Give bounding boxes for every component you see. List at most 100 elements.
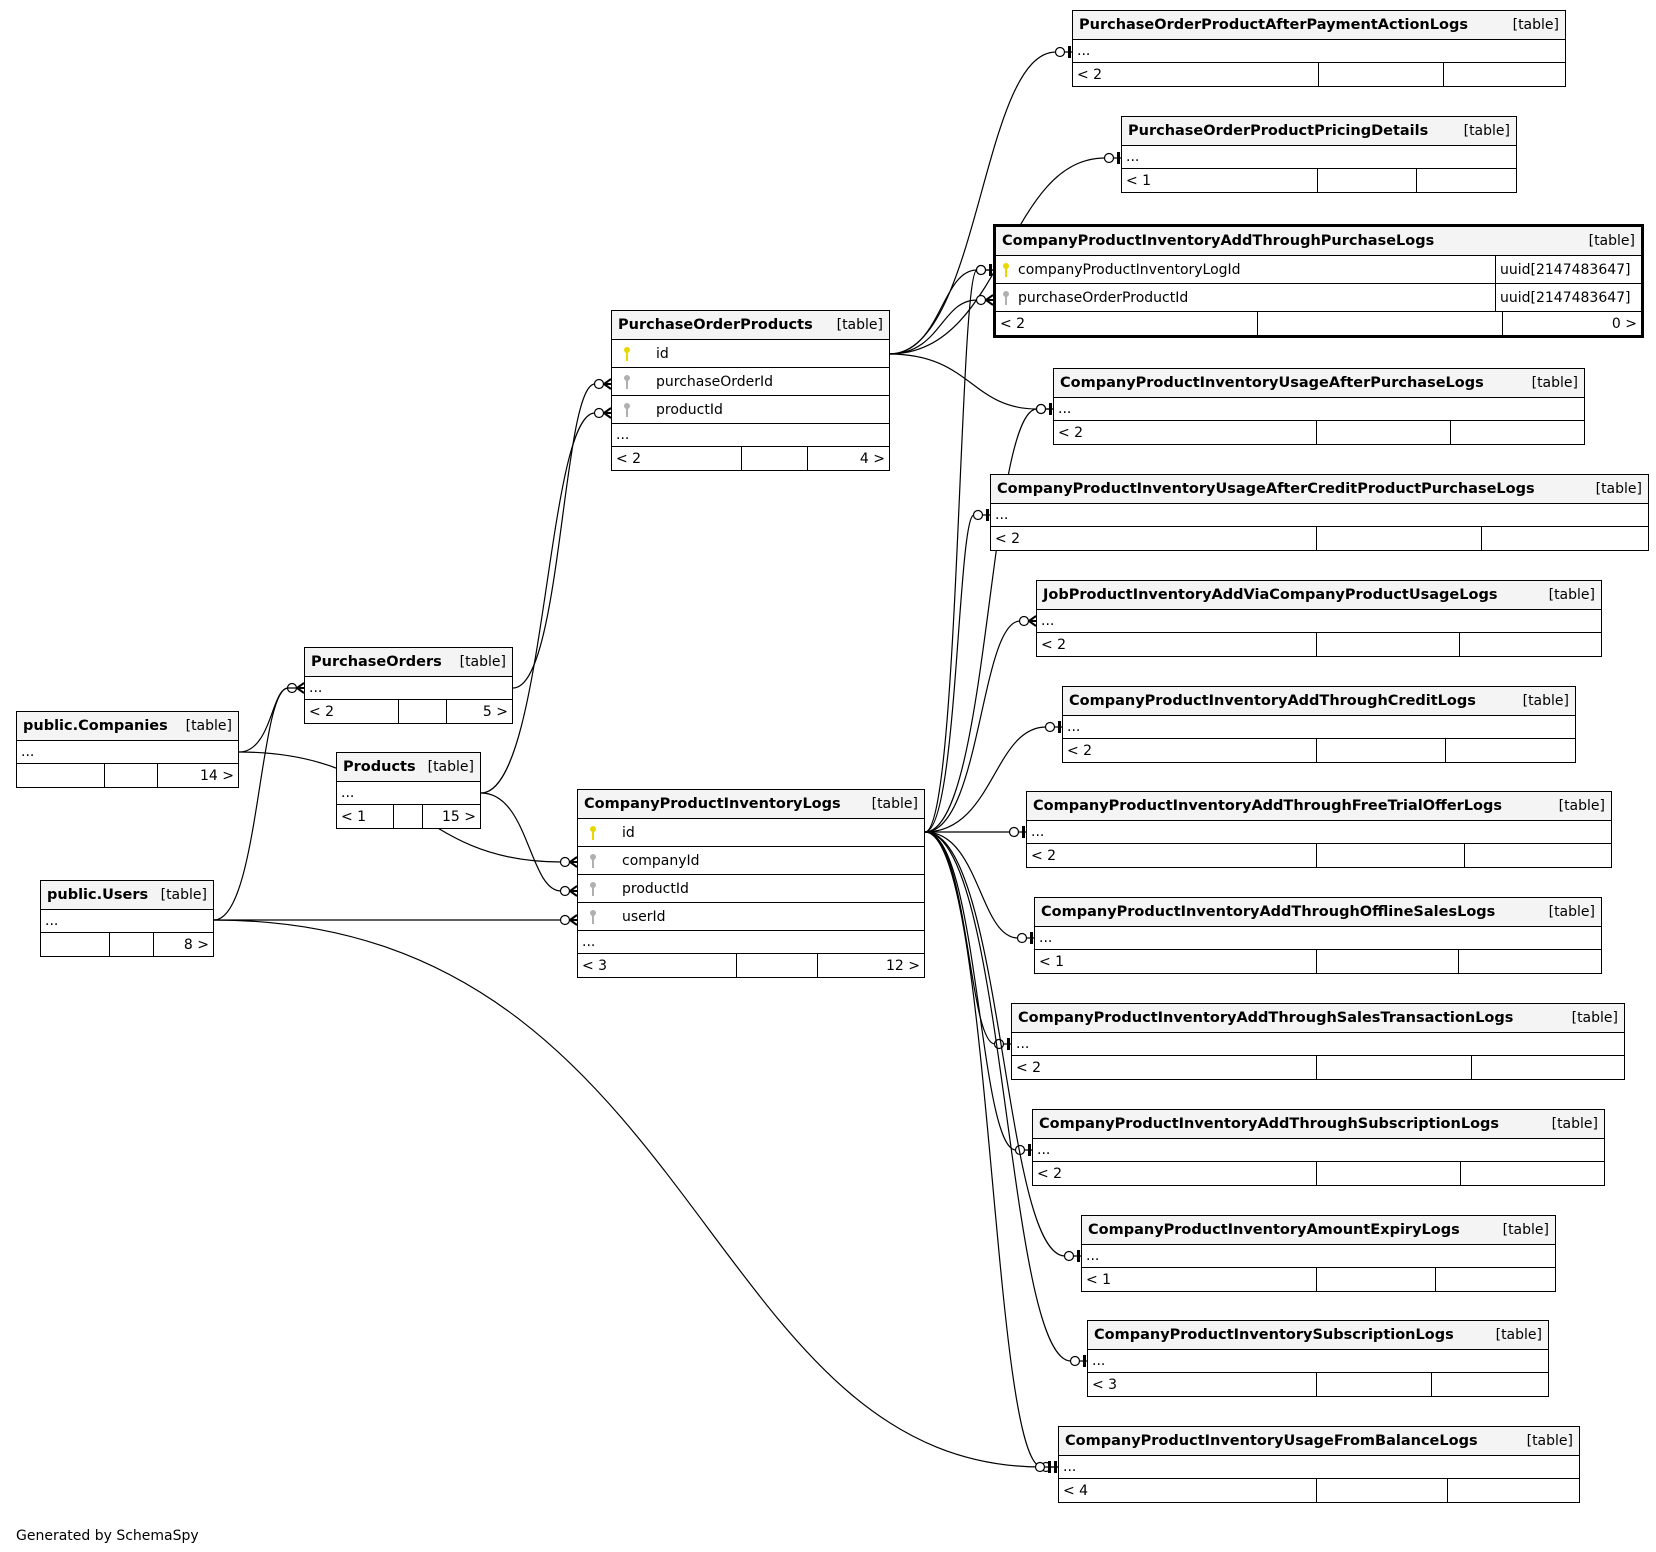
children-count[interactable]: 0 > — [1611, 315, 1637, 332]
children-count[interactable] — [1444, 63, 1565, 86]
table-job-product-inventory-add-via-company-product-usage-logs[interactable]: JobProductInventoryAddViaCompanyProductU… — [1036, 580, 1602, 657]
columns-ellipsis[interactable]: ... — [612, 424, 889, 447]
table-name[interactable]: PurchaseOrders — [311, 654, 442, 670]
columns-ellipsis[interactable]: ... — [1063, 716, 1575, 739]
parents-count[interactable]: < 4 — [1059, 1479, 1317, 1502]
parents-count[interactable]: < 2 — [1012, 1056, 1317, 1079]
columns-ellipsis[interactable]: ... — [1037, 610, 1601, 633]
parents-count[interactable]: < 1 — [1082, 1268, 1317, 1291]
parents-count[interactable]: < 2 — [305, 700, 399, 723]
columns-ellipsis[interactable]: ... — [1073, 40, 1565, 63]
table-company-product-inventory-usage-after-purchase-logs[interactable]: CompanyProductInventoryUsageAfterPurchas… — [1053, 368, 1585, 445]
column-row[interactable]: id — [578, 819, 924, 847]
table-name[interactable]: PurchaseOrderProducts — [618, 317, 813, 333]
columns-ellipsis[interactable]: ... — [1059, 1456, 1579, 1479]
children-count[interactable] — [1460, 633, 1601, 656]
columns-ellipsis[interactable]: ... — [1082, 1245, 1555, 1268]
table-name[interactable]: public.Users — [47, 887, 149, 903]
table-name[interactable]: CompanyProductInventoryAmountExpiryLogs — [1088, 1222, 1460, 1238]
table-name[interactable]: CompanyProductInventoryAddThroughOffline… — [1041, 904, 1496, 920]
column-row[interactable]: purchaseOrderProductId uuid[2147483647] — [996, 284, 1641, 312]
columns-ellipsis[interactable]: ... — [578, 931, 924, 954]
table-name[interactable]: Products — [343, 759, 416, 775]
columns-ellipsis[interactable]: ... — [991, 504, 1648, 527]
children-count[interactable]: 8 > — [183, 936, 209, 953]
columns-ellipsis[interactable]: ... — [1035, 927, 1601, 950]
table-company-product-inventory-add-through-sales-transaction-logs[interactable]: CompanyProductInventoryAddThroughSalesTr… — [1011, 1003, 1625, 1080]
table-name[interactable]: CompanyProductInventoryAddThroughCreditL… — [1069, 693, 1476, 709]
children-count[interactable]: 15 > — [442, 808, 476, 825]
columns-ellipsis[interactable]: ... — [1122, 146, 1516, 169]
table-company-product-inventory-usage-from-balance-logs[interactable]: CompanyProductInventoryUsageFromBalanceL… — [1058, 1426, 1580, 1503]
table-purchase-order-product-after-payment-action-logs[interactable]: PurchaseOrderProductAfterPaymentActionLo… — [1072, 10, 1566, 87]
column-row[interactable]: companyId — [578, 847, 924, 875]
table-name[interactable]: CompanyProductInventoryAddThroughFreeTri… — [1033, 798, 1503, 814]
children-count[interactable] — [1451, 421, 1584, 444]
table-company-product-inventory-usage-after-credit-product-purchase-logs[interactable]: CompanyProductInventoryUsageAfterCreditP… — [990, 474, 1649, 551]
table-company-product-inventory-add-through-free-trial-offer-logs[interactable]: CompanyProductInventoryAddThroughFreeTri… — [1026, 791, 1612, 868]
parents-count[interactable]: < 3 — [1088, 1373, 1317, 1396]
children-count[interactable] — [1459, 950, 1601, 973]
columns-ellipsis[interactable]: ... — [41, 910, 213, 933]
table-name[interactable]: CompanyProductInventoryAddThroughPurchas… — [1002, 233, 1435, 249]
parents-count[interactable] — [41, 933, 110, 956]
table-company-product-inventory-add-through-offline-sales-logs[interactable]: CompanyProductInventoryAddThroughOffline… — [1034, 897, 1602, 974]
table-company-product-inventory-add-through-credit-logs[interactable]: CompanyProductInventoryAddThroughCreditL… — [1062, 686, 1576, 763]
children-count[interactable] — [1482, 527, 1648, 550]
table-public-companies[interactable]: public.Companies[table] ... 14 > — [16, 711, 239, 788]
table-name[interactable]: CompanyProductInventoryAddThroughSalesTr… — [1018, 1010, 1514, 1026]
table-purchase-order-products[interactable]: PurchaseOrderProducts[table] id purchase… — [611, 310, 890, 471]
children-count[interactable] — [1432, 1373, 1548, 1396]
parents-count[interactable]: < 2 — [1037, 633, 1317, 656]
table-name[interactable]: CompanyProductInventoryUsageAfterPurchas… — [1060, 375, 1484, 391]
parents-count[interactable]: < 2 — [996, 312, 1258, 335]
parents-count[interactable]: < 2 — [1027, 844, 1317, 867]
children-count[interactable]: 12 > — [886, 957, 920, 974]
columns-ellipsis[interactable]: ... — [1012, 1033, 1624, 1056]
children-count[interactable] — [1446, 739, 1575, 762]
parents-count[interactable]: < 2 — [1033, 1162, 1317, 1185]
table-name[interactable]: PurchaseOrderProductAfterPaymentActionLo… — [1079, 17, 1468, 33]
table-name[interactable]: CompanyProductInventoryAddThroughSubscri… — [1039, 1116, 1500, 1132]
table-name[interactable]: PurchaseOrderProductPricingDetails — [1128, 123, 1429, 139]
table-purchase-order-product-pricing-details[interactable]: PurchaseOrderProductPricingDetails[table… — [1121, 116, 1517, 193]
column-row[interactable]: id — [612, 340, 889, 368]
parents-count[interactable]: < 2 — [1063, 739, 1317, 762]
table-company-product-inventory-logs[interactable]: CompanyProductInventoryLogs[table] id co… — [577, 789, 925, 978]
children-count[interactable] — [1472, 1056, 1624, 1079]
parents-count[interactable]: < 1 — [1035, 950, 1317, 973]
columns-ellipsis[interactable]: ... — [1033, 1139, 1604, 1162]
table-name[interactable]: CompanyProductInventorySubscriptionLogs — [1094, 1327, 1454, 1343]
table-name[interactable]: public.Companies — [23, 718, 168, 734]
children-count[interactable] — [1461, 1162, 1604, 1185]
table-company-product-inventory-subscription-logs[interactable]: CompanyProductInventorySubscriptionLogs[… — [1087, 1320, 1549, 1397]
columns-ellipsis[interactable]: ... — [337, 782, 480, 805]
parents-count[interactable]: < 2 — [991, 527, 1317, 550]
children-count[interactable] — [1436, 1268, 1555, 1291]
table-company-product-inventory-amount-expiry-logs[interactable]: CompanyProductInventoryAmountExpiryLogs[… — [1081, 1215, 1556, 1292]
columns-ellipsis[interactable]: ... — [305, 677, 512, 700]
table-name[interactable]: CompanyProductInventoryUsageAfterCreditP… — [997, 481, 1535, 497]
column-row[interactable]: companyProductInventoryLogId uuid[214748… — [996, 256, 1641, 284]
parents-count[interactable] — [17, 764, 105, 787]
table-name[interactable]: CompanyProductInventoryLogs — [584, 796, 841, 812]
parents-count[interactable]: < 3 — [578, 954, 737, 977]
column-row[interactable]: productId — [578, 875, 924, 903]
children-count[interactable]: 4 > — [859, 450, 885, 467]
children-count[interactable] — [1448, 1479, 1579, 1502]
children-count[interactable] — [1465, 844, 1611, 867]
column-row[interactable]: productId — [612, 396, 889, 424]
children-count[interactable]: 5 > — [482, 703, 508, 720]
children-count[interactable] — [1417, 169, 1516, 192]
table-name[interactable]: JobProductInventoryAddViaCompanyProductU… — [1043, 587, 1498, 603]
table-company-product-inventory-add-through-purchase-logs[interactable]: CompanyProductInventoryAddThroughPurchas… — [993, 224, 1644, 338]
table-name[interactable]: CompanyProductInventoryUsageFromBalanceL… — [1065, 1433, 1478, 1449]
columns-ellipsis[interactable]: ... — [1027, 821, 1611, 844]
columns-ellipsis[interactable]: ... — [1054, 398, 1584, 421]
table-public-users[interactable]: public.Users[table] ... 8 > — [40, 880, 214, 957]
parents-count[interactable]: < 2 — [1054, 421, 1317, 444]
parents-count[interactable]: < 2 — [612, 447, 742, 470]
parents-count[interactable]: < 1 — [337, 805, 394, 828]
